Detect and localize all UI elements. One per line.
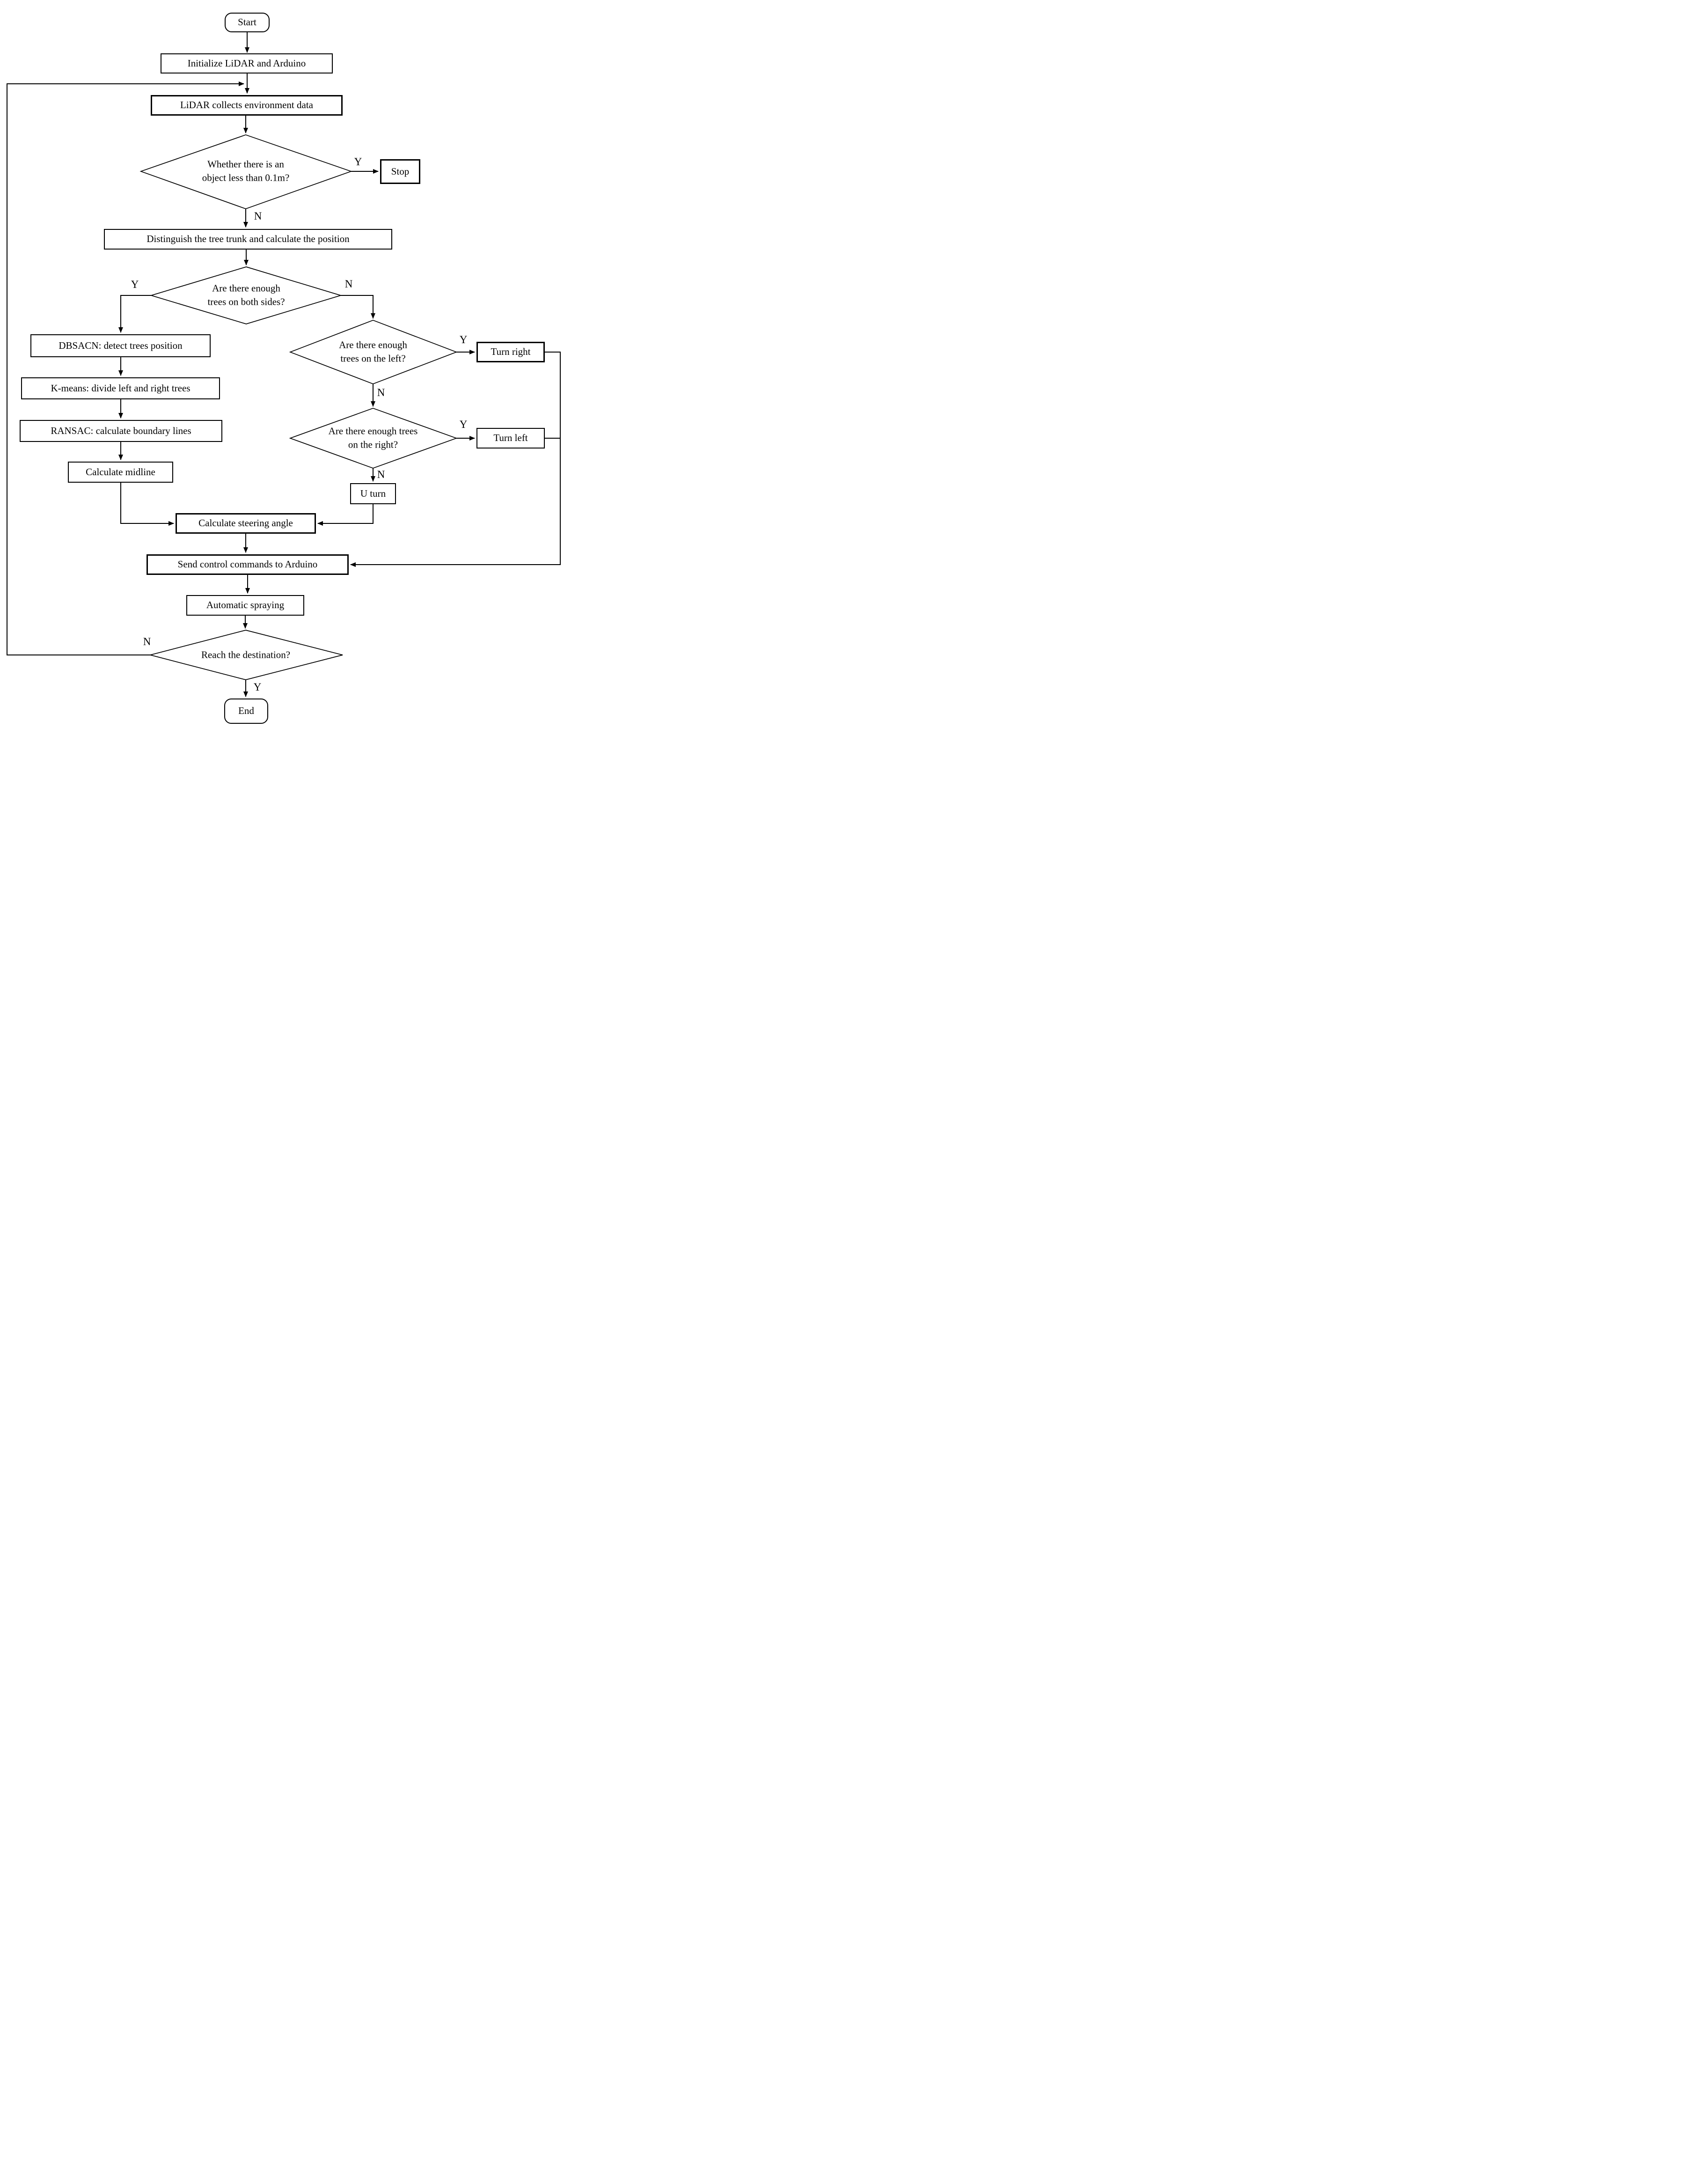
- node-distinguish: Distinguish the tree trunk and calculate…: [104, 229, 392, 250]
- node-turn-right: Turn right: [476, 342, 545, 362]
- node-start: Start: [225, 13, 270, 32]
- node-initialize: Initialize LiDAR and Arduino: [161, 53, 333, 74]
- node-collect-data-label: LiDAR collects environment data: [180, 99, 313, 111]
- edge-loop-reach-to-collect: [7, 81, 244, 655]
- branch-label-obstacle-no: N: [254, 210, 262, 222]
- branch-label-left-yes: Y: [459, 334, 468, 346]
- node-midline: Calculate midline: [68, 462, 173, 483]
- edge-midline-to-steering: [120, 483, 174, 526]
- node-send-commands: Send control commands to Arduino: [147, 554, 349, 575]
- decision-right-trees-label: Are there enough trees on the right?: [328, 425, 418, 450]
- branch-label-right-no: N: [377, 469, 385, 480]
- node-kmeans: K-means: divide left and right trees: [21, 377, 220, 399]
- decision-reach-label: Reach the destination?: [201, 649, 291, 661]
- node-start-label: Start: [238, 16, 256, 28]
- node-distinguish-label: Distinguish the tree trunk and calculate…: [147, 233, 350, 245]
- flowchart-canvas: Start Initialize LiDAR and Arduino LiDAR…: [0, 0, 569, 728]
- node-turn-right-label: Turn right: [491, 346, 531, 358]
- node-steering-label: Calculate steering angle: [198, 517, 293, 529]
- decision-both-sides-shape: [150, 266, 342, 324]
- node-turn-left-label: Turn left: [493, 432, 528, 444]
- node-ransac: RANSAC: calculate boundary lines: [20, 420, 222, 442]
- branch-label-both-no: N: [344, 278, 353, 290]
- node-stop-label: Stop: [391, 165, 410, 177]
- branch-label-reach-yes: Y: [253, 681, 262, 693]
- node-stop: Stop: [380, 159, 420, 184]
- branch-label-right-yes: Y: [459, 419, 468, 430]
- branch-label-reach-no: N: [143, 636, 151, 647]
- node-spraying-label: Automatic spraying: [206, 599, 285, 611]
- branch-label-obstacle-yes: Y: [354, 156, 362, 168]
- branch-label-both-yes: Y: [131, 279, 139, 290]
- node-midline-label: Calculate midline: [86, 466, 155, 478]
- node-turn-left: Turn left: [476, 428, 545, 449]
- edge-both-no-to-left-trees: [341, 295, 375, 319]
- node-ransac-label: RANSAC: calculate boundary lines: [51, 425, 191, 436]
- node-steering: Calculate steering angle: [176, 513, 316, 534]
- edge-both-yes-to-dbscan: [118, 295, 151, 333]
- node-initialize-label: Initialize LiDAR and Arduino: [187, 57, 306, 69]
- node-u-turn-label: U turn: [360, 487, 386, 499]
- node-u-turn: U turn: [350, 483, 396, 504]
- node-kmeans-label: K-means: divide left and right trees: [51, 382, 190, 394]
- node-dbscan: DBSACN: detect trees position: [30, 334, 211, 357]
- node-spraying: Automatic spraying: [186, 595, 304, 616]
- node-send-commands-label: Send control commands to Arduino: [177, 559, 318, 570]
- decision-left-trees-label: Are there enough trees on the left?: [339, 339, 407, 364]
- branch-label-left-no: N: [377, 387, 385, 398]
- decision-both-sides-label: Are there enough trees on both sides?: [207, 282, 285, 308]
- node-collect-data: LiDAR collects environment data: [151, 95, 343, 116]
- edge-u-turn-to-steering: [317, 504, 374, 526]
- decision-obstacle-label: Whether there is an object less than 0.1…: [202, 158, 290, 184]
- node-end: End: [224, 699, 268, 724]
- edge-turn-right-to-send: [350, 352, 561, 567]
- flowchart-connectors: [7, 32, 561, 697]
- node-end-label: End: [238, 705, 254, 717]
- node-dbscan-label: DBSACN: detect trees position: [59, 339, 183, 351]
